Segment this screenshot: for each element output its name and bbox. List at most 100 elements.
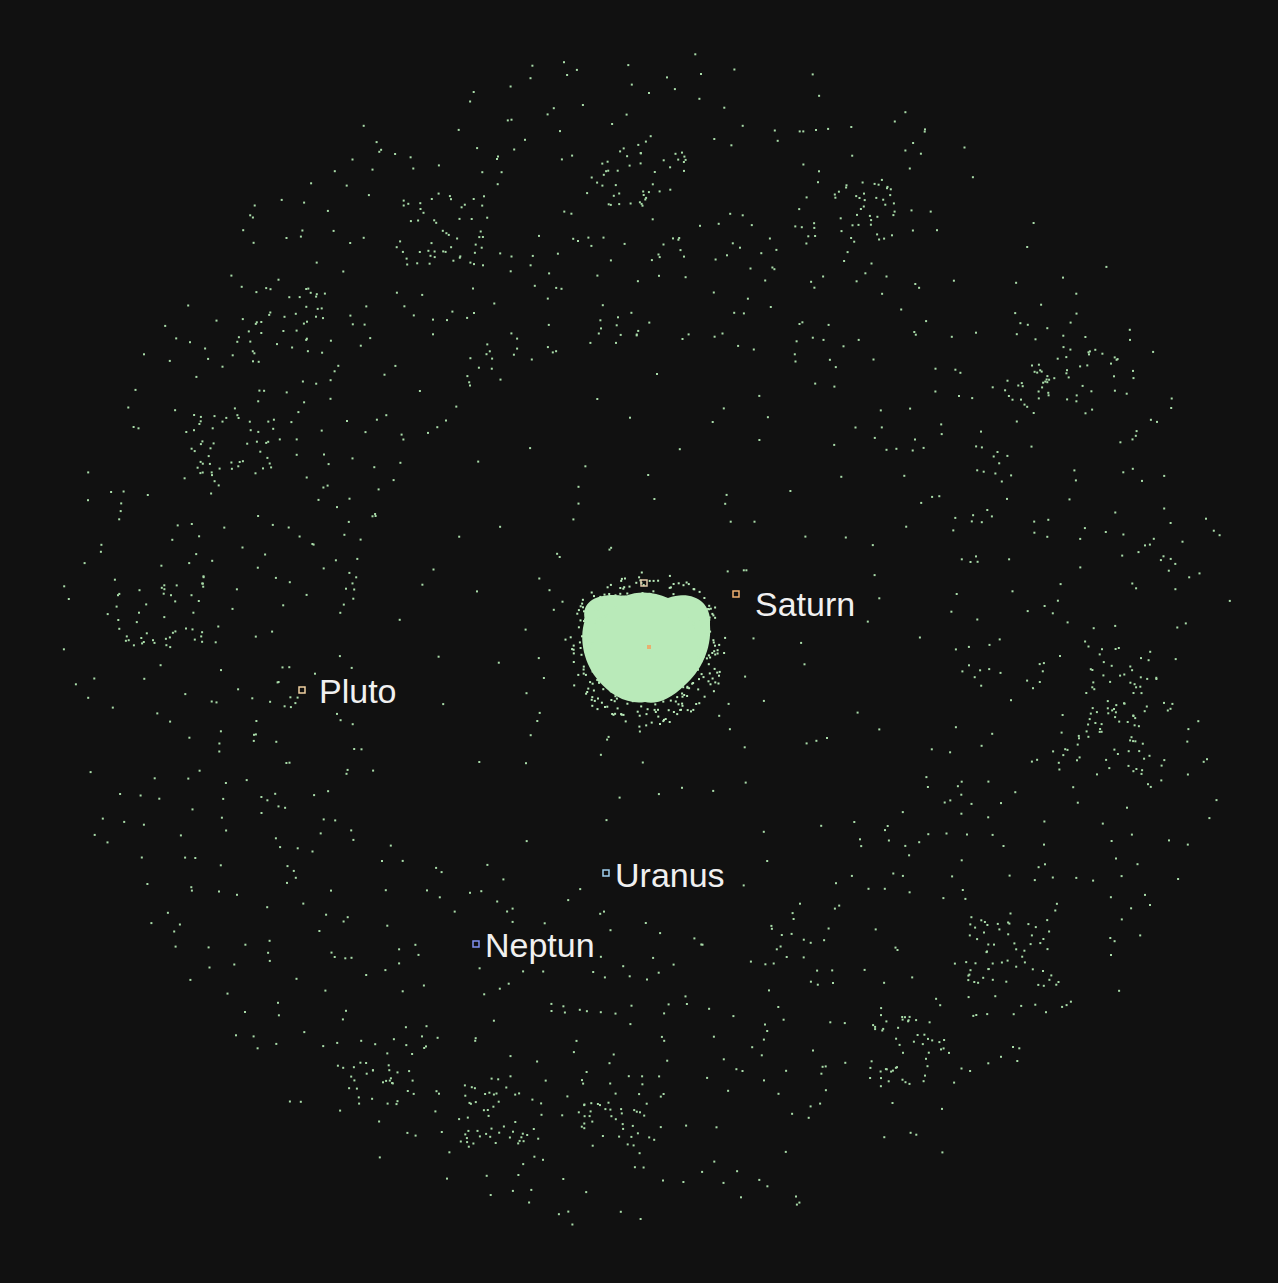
belt-dot <box>1010 913 1012 915</box>
belt-dot <box>613 1054 615 1056</box>
belt-dot <box>870 224 872 226</box>
belt-dot <box>322 1045 324 1047</box>
belt-dot <box>895 1038 897 1040</box>
belt-dot <box>150 922 152 924</box>
belt-dot <box>810 281 812 283</box>
belt-dot <box>588 637 590 639</box>
belt-dot <box>841 230 843 232</box>
belt-dot <box>626 114 628 116</box>
belt-dot <box>399 462 401 464</box>
belt-dot <box>165 638 167 640</box>
belt-dot <box>610 691 612 693</box>
belt-dot <box>239 461 241 463</box>
belt-dot <box>407 203 409 205</box>
belt-dot <box>275 837 277 839</box>
belt-dot <box>904 1016 906 1018</box>
belt-dot <box>336 713 338 715</box>
belt-dot <box>220 730 222 732</box>
belt-dot <box>914 283 916 285</box>
belt-dot <box>325 914 327 916</box>
belt-dot <box>994 473 996 475</box>
belt-dot <box>337 1065 339 1067</box>
belt-dot <box>441 1131 443 1133</box>
belt-dot <box>987 944 989 946</box>
belt-dot <box>1031 365 1033 367</box>
belt-dot <box>927 1065 929 1067</box>
belt-dot <box>270 288 272 290</box>
belt-dot <box>643 1115 645 1117</box>
belt-dot <box>511 256 513 258</box>
belt-dot <box>1038 364 1040 366</box>
belt-dot <box>412 1080 414 1082</box>
belt-dot <box>538 578 540 580</box>
belt-dot <box>705 629 707 631</box>
belt-dot <box>572 518 574 520</box>
belt-dot <box>120 510 122 512</box>
belt-dot <box>163 588 165 590</box>
belt-dot <box>203 575 205 577</box>
belt-dot <box>742 1070 744 1072</box>
belt-dot <box>1027 324 1029 326</box>
belt-dot <box>1088 646 1090 648</box>
belt-dot <box>716 672 718 674</box>
belt-dot <box>629 417 631 419</box>
belt-dot <box>886 187 888 189</box>
belt-dot <box>211 471 213 473</box>
belt-dot <box>380 149 382 151</box>
belt-dot <box>812 73 814 75</box>
belt-dot <box>1138 750 1140 752</box>
belt-dot <box>306 477 308 479</box>
belt-dot <box>943 1039 945 1041</box>
belt-dot <box>688 583 690 585</box>
belt-dot <box>258 361 260 363</box>
belt-dot <box>910 1132 912 1134</box>
belt-dot <box>257 431 259 433</box>
belt-dot <box>961 670 963 672</box>
belt-dot <box>1197 720 1199 722</box>
belt-dot <box>881 1030 883 1032</box>
belt-dot <box>519 1140 521 1142</box>
belt-dot <box>868 888 870 890</box>
belt-dot <box>701 673 703 675</box>
belt-dot <box>448 234 450 236</box>
belt-dot <box>1153 538 1155 540</box>
belt-dot <box>816 970 818 972</box>
belt-dot <box>359 1062 361 1064</box>
belt-dot <box>1043 985 1045 987</box>
belt-dot <box>488 1092 490 1094</box>
belt-dot <box>792 912 794 914</box>
belt-dot <box>847 251 849 253</box>
belt-dot <box>905 526 907 528</box>
belt-dot <box>1096 711 1098 713</box>
belt-dot <box>489 1136 491 1138</box>
belt-dot <box>452 260 454 262</box>
belt-dot <box>371 1098 373 1100</box>
belt-dot <box>701 657 703 659</box>
belt-dot <box>261 812 263 814</box>
belt-dot <box>637 280 639 282</box>
belt-dot <box>323 818 325 820</box>
belt-dot <box>550 1003 552 1005</box>
belt-dot <box>257 515 259 517</box>
belt-dot <box>399 619 401 621</box>
belt-dot <box>666 696 668 698</box>
belt-dot <box>722 333 724 335</box>
belt-dot <box>646 1103 648 1105</box>
belt-dot <box>573 661 575 663</box>
belt-dot <box>878 184 880 186</box>
belt-dot <box>158 798 160 800</box>
belt-dot <box>620 580 622 582</box>
belt-dot <box>820 1073 822 1075</box>
belt-dot <box>641 1075 643 1077</box>
belt-dot <box>713 292 715 294</box>
belt-dot <box>511 119 513 121</box>
belt-dot <box>1058 981 1060 983</box>
belt-dot <box>605 607 607 609</box>
belt-dot <box>1020 399 1022 401</box>
belt-dot <box>507 119 509 121</box>
belt-dot <box>905 1081 907 1083</box>
belt-dot <box>874 1026 876 1028</box>
belt-dot <box>623 147 625 149</box>
belt-dot <box>637 1132 639 1134</box>
belt-dot <box>365 431 367 433</box>
